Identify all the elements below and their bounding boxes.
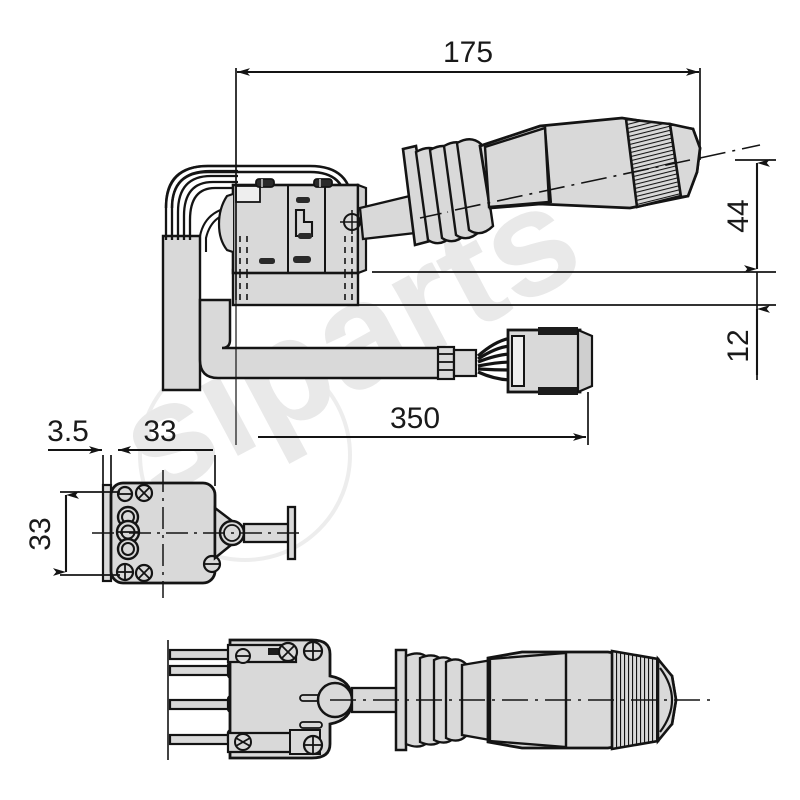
dimension-44: 44 xyxy=(372,159,776,273)
mounting-screws xyxy=(115,483,222,583)
end-view xyxy=(92,470,300,598)
dimension-33-width-label: 33 xyxy=(143,415,176,448)
plan-housing xyxy=(226,638,354,760)
cable-sheath-vertical xyxy=(161,234,202,392)
connector-block xyxy=(506,327,594,395)
dimension-44-label: 44 xyxy=(722,199,755,232)
dimension-350-label: 350 xyxy=(390,402,440,435)
dimension-175-label: 175 xyxy=(443,36,493,69)
dimension-12: 12 xyxy=(352,272,776,380)
pivot-lug xyxy=(213,505,297,561)
dimension-33-height-label: 33 xyxy=(24,517,57,550)
switch-body-lower-block xyxy=(231,268,360,307)
dimension-33-width: 33 xyxy=(118,415,216,486)
dimension-350: 350 xyxy=(235,300,589,445)
switch-body-housing xyxy=(217,178,368,275)
dimension-3-5-label: 3.5 xyxy=(47,415,89,448)
dimension-12-label: 12 xyxy=(722,329,755,362)
bottom-view xyxy=(167,638,712,760)
plan-lever xyxy=(350,648,678,752)
main-view xyxy=(161,116,761,392)
dimension-175: 175 xyxy=(235,36,701,300)
cable-ferrule xyxy=(436,345,478,381)
connector-pins xyxy=(115,505,141,561)
dimension-3-5: 3.5 xyxy=(47,415,112,486)
cable-run xyxy=(198,298,594,395)
lever-bellows xyxy=(401,138,495,247)
dimension-33-height: 33 xyxy=(24,491,120,576)
lever-handle xyxy=(419,116,761,219)
